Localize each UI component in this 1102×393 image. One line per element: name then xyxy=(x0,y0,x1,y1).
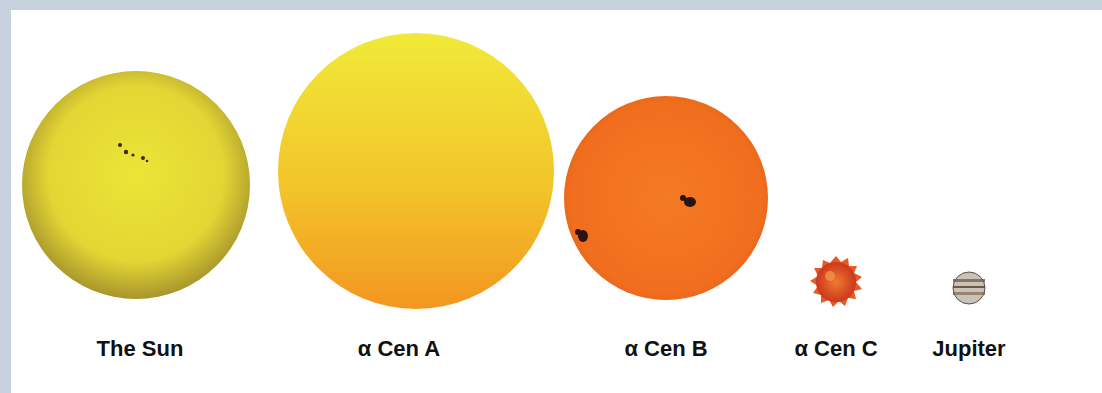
object-label: α Cen B xyxy=(624,336,707,362)
frame-top xyxy=(0,0,1102,10)
alpha-cen-c-disc xyxy=(810,256,862,307)
alpha-cen-b-disc xyxy=(564,96,768,300)
sunspots xyxy=(118,143,148,162)
starspots xyxy=(575,195,696,242)
object-label: α Cen C xyxy=(794,336,877,362)
frame-left xyxy=(0,0,11,393)
sun-disc xyxy=(22,71,250,299)
object-label: α Cen A xyxy=(358,336,440,362)
object-label: The Sun xyxy=(97,336,184,362)
object-label: Jupiter xyxy=(932,336,1005,362)
alpha-cen-a-disc xyxy=(278,33,554,309)
jupiter-disc xyxy=(953,272,985,304)
